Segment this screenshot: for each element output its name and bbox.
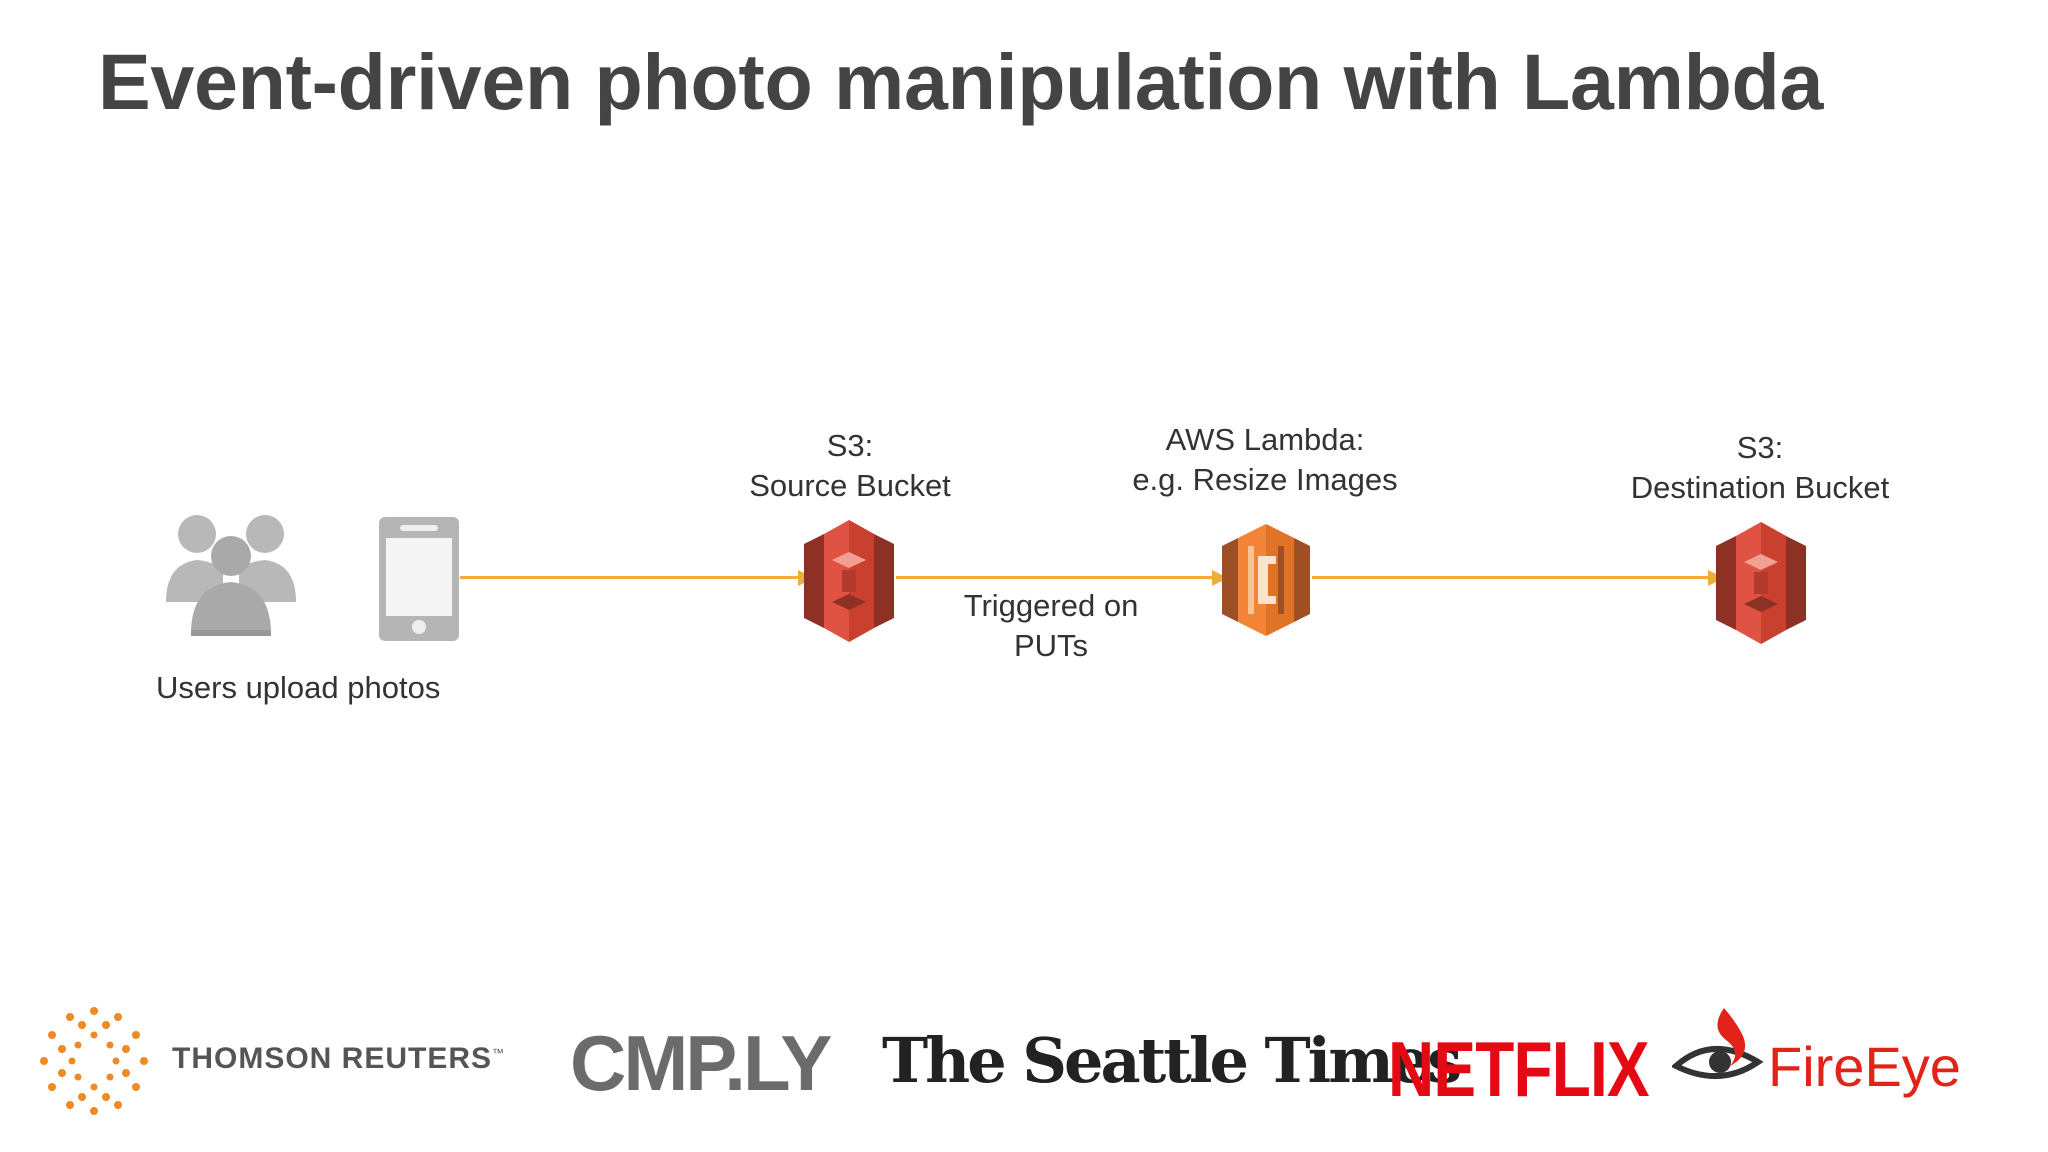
trigger-label: Triggered on PUTs [963,588,1139,663]
mobile-phone-icon [379,517,459,641]
thomson-reuters-logo-text: THOMSON REUTERS™ [172,1042,506,1075]
cmply-logo: CMP.LY [570,1019,832,1107]
slide-title: Event-driven photo manipulation with Lam… [98,37,1824,126]
fireeye-logo-text: FireEye [1768,1035,1961,1098]
users-icon [166,515,296,636]
fireeye-logo-mark [1672,1008,1764,1079]
lambda-label: AWS Lambda: e.g. Resize Images [1132,422,1398,497]
arrow-users-to-source [460,576,800,579]
lambda-icon [1222,524,1310,636]
s3-source-bucket-icon [804,520,894,642]
seattle-times-logo: The Seattle Times [882,1024,1462,1097]
netflix-logo: NETFLIX [1388,1025,1650,1113]
users-label: Users upload photos [156,670,441,705]
destination-bucket-label: S3: Destination Bucket [1630,430,1890,505]
s3-destination-bucket-icon [1716,522,1806,644]
source-bucket-label: S3: Source Bucket [749,428,951,503]
thomson-reuters-logo-mark [40,1007,148,1115]
arrow-lambda-to-destination [1312,576,1710,579]
arrow-source-to-lambda [896,576,1214,579]
